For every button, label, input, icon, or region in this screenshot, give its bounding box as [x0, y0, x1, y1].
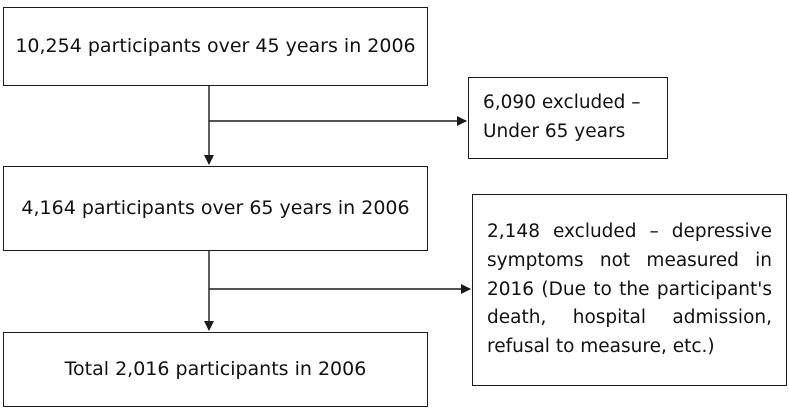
exclusion2-line: 2,148 excluded – depressive [487, 221, 772, 243]
step3-box: Total 2,016 participants in 2006 [3, 332, 428, 407]
step3-text: Total 2,016 participants in 2006 [64, 358, 367, 381]
step2-box: 4,164 participants over 65 years in 2006 [3, 166, 428, 251]
exclusion1-line: Under 65 years [483, 121, 626, 142]
exclusion2-line: death, hospital admission, [487, 307, 772, 329]
step2-text: 4,164 participants over 65 years in 2006 [21, 197, 410, 220]
step1-text: 10,254 participants over 45 years in 200… [15, 35, 416, 58]
exclusion1-text: 6,090 excluded – Under 65 years [483, 89, 641, 146]
exclusion2-text: 2,148 excluded – depressive symptoms not… [487, 218, 772, 361]
exclusion2-line: symptoms not measured in [487, 249, 772, 271]
step1-box: 10,254 participants over 45 years in 200… [3, 7, 428, 86]
exclusion1-box: 6,090 excluded – Under 65 years [468, 77, 668, 159]
exclusion1-line: 6,090 excluded – [483, 92, 641, 114]
exclusion2-line: 2016 (Due to the participant's [487, 278, 772, 300]
exclusion2-line: refusal to measure, etc.) [487, 336, 715, 357]
exclusion2-box: 2,148 excluded – depressive symptoms not… [472, 194, 787, 386]
